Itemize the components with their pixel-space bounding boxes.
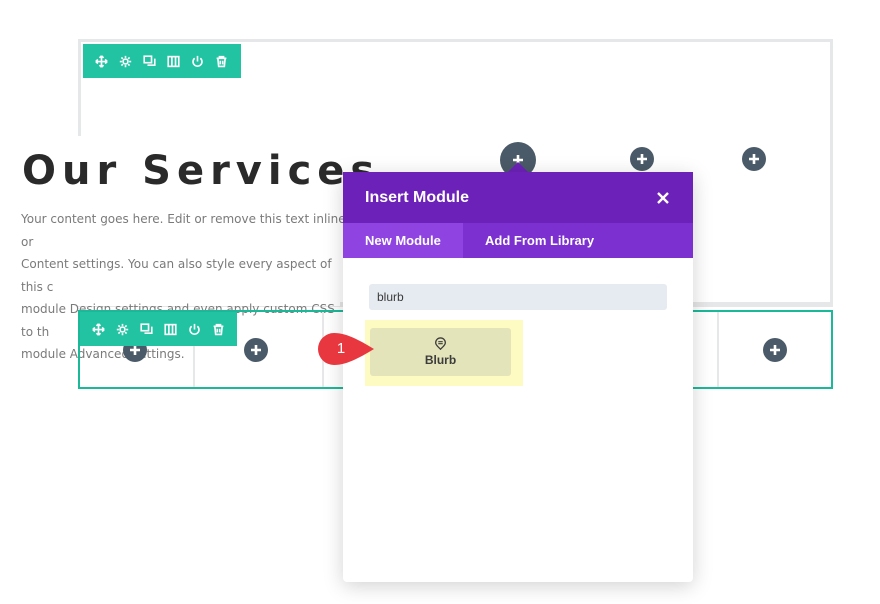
column-divider	[193, 312, 195, 387]
step-marker	[318, 333, 374, 365]
row-top-border	[78, 39, 833, 42]
module-label: Blurb	[424, 353, 457, 367]
power-icon[interactable]	[187, 51, 207, 71]
column-divider	[717, 312, 719, 387]
step-number: 1	[336, 340, 346, 357]
text-module-area	[0, 136, 340, 306]
plus-icon	[637, 154, 647, 164]
tab-add-from-library[interactable]: Add From Library	[485, 233, 595, 248]
add-module-button[interactable]	[630, 147, 654, 171]
add-module-button[interactable]	[763, 338, 787, 362]
modal-pointer	[507, 162, 529, 173]
plus-icon	[251, 345, 261, 355]
add-module-button[interactable]	[742, 147, 766, 171]
page-title: Our Services	[22, 148, 381, 194]
module-search-input[interactable]	[369, 284, 667, 310]
gear-icon[interactable]	[112, 319, 132, 339]
tab-new-module[interactable]: New Module	[343, 223, 463, 258]
modal-header: Insert Module	[343, 172, 693, 223]
columns-icon[interactable]	[160, 319, 180, 339]
plus-icon	[770, 345, 780, 355]
blurb-icon	[435, 337, 446, 350]
row-toolbar-bottom	[80, 312, 237, 346]
blurb-module-button[interactable]: Blurb	[370, 328, 511, 376]
plus-icon	[130, 345, 140, 355]
plus-icon	[749, 154, 759, 164]
modal-title: Insert Module	[365, 188, 470, 206]
modal-tabs: New Module Add From Library	[343, 223, 693, 258]
move-icon[interactable]	[91, 51, 111, 71]
trash-icon[interactable]	[211, 51, 231, 71]
move-icon[interactable]	[88, 319, 108, 339]
row-toolbar-top	[83, 44, 241, 78]
power-icon[interactable]	[184, 319, 204, 339]
add-module-button[interactable]	[244, 338, 268, 362]
duplicate-icon[interactable]	[139, 51, 159, 71]
gear-icon[interactable]	[115, 51, 135, 71]
duplicate-icon[interactable]	[136, 319, 156, 339]
close-icon[interactable]	[655, 190, 671, 206]
columns-icon[interactable]	[163, 51, 183, 71]
trash-icon[interactable]	[208, 319, 228, 339]
